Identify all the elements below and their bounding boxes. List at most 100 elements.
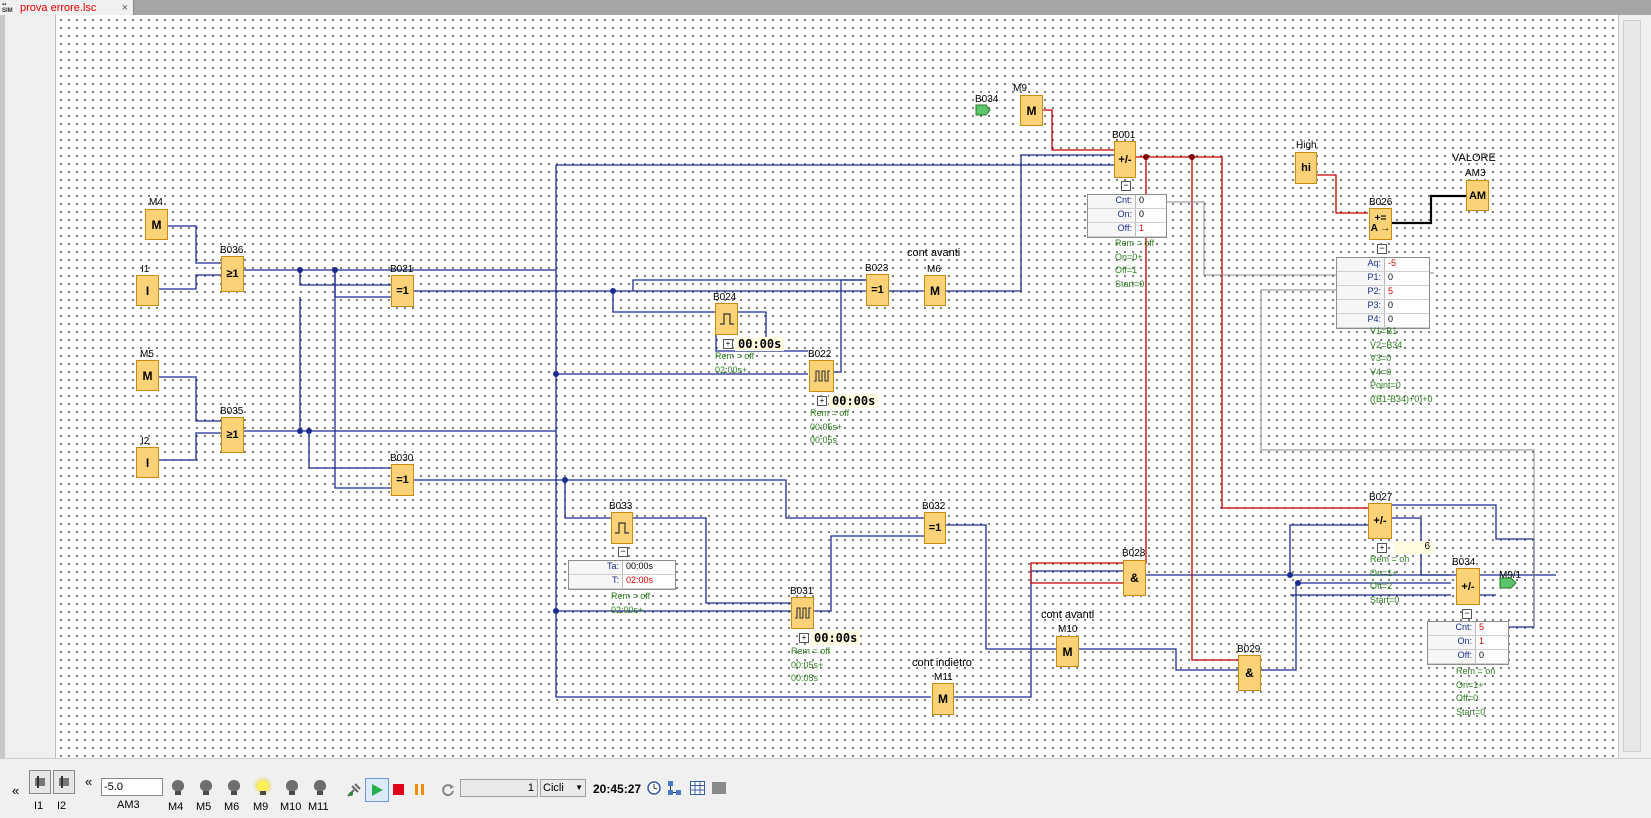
block-label-m11: M11 — [934, 672, 953, 683]
circuit-canvas[interactable]: M4 M I1 I M5 M I2 I B036 ≥1 B035 ≥1 B021… — [56, 15, 1618, 758]
document-tab-title: prova errore.lsc — [20, 1, 97, 14]
param-value: -5 — [1388, 258, 1397, 268]
collapse-analog-icon[interactable]: « — [85, 774, 93, 789]
pulse-gen-block-b022[interactable] — [809, 360, 834, 392]
analog-flag-block-am3[interactable]: AM — [1466, 180, 1489, 211]
param-key: Cnt: — [1428, 622, 1476, 635]
input-switch-i2[interactable] — [53, 770, 75, 794]
math-symbol-bottom: A → — [1370, 223, 1391, 234]
timer-block-b024[interactable] — [715, 303, 738, 335]
timer-block-b033[interactable] — [611, 512, 633, 544]
counter-block-b001[interactable]: +/- — [1114, 141, 1136, 178]
block-label-b021: B021 — [390, 264, 414, 275]
param-value: 0 — [1139, 195, 1145, 205]
block-label-m6: M6 — [927, 264, 941, 275]
lamp-icon — [314, 780, 326, 795]
xor-block-b032[interactable]: =1 — [924, 512, 946, 544]
network-icon[interactable] — [667, 780, 682, 796]
collapse-inputs-icon[interactable]: « — [12, 783, 20, 798]
pulse-timer-icon — [719, 313, 734, 325]
xor-block-b023[interactable]: =1 — [866, 274, 889, 306]
stop-icon[interactable] — [393, 784, 404, 795]
cycles-unit-select[interactable]: Cicli ▼ — [540, 779, 586, 797]
cycles-input[interactable]: 1 — [460, 779, 538, 797]
block-label-b036: B036 — [220, 245, 244, 256]
param-key: T: — [569, 575, 623, 588]
flag-block-m4[interactable]: M — [145, 209, 168, 240]
left-frame — [0, 15, 5, 758]
block-label-b001: B001 — [1112, 130, 1136, 141]
am3-title: VALORE — [1452, 152, 1496, 164]
collapse-icon[interactable]: − — [618, 547, 628, 557]
lamp-label-m4: M4 — [168, 801, 184, 813]
counter-value-b027: 6 — [1394, 541, 1433, 554]
params-b024: Rem = off 02:00s+ — [715, 351, 755, 375]
math-block-b026[interactable]: += A → — [1369, 208, 1392, 240]
or-block-b035[interactable]: ≥1 — [221, 417, 244, 453]
or-block-b036[interactable]: ≥1 — [221, 256, 244, 292]
block-label-b028: B028 — [1122, 548, 1146, 559]
block-label-b031: B031 — [790, 586, 814, 597]
param-table-b026: Aq:-5 P1:0 P2:5 P3:0 P4:0 — [1336, 257, 1430, 329]
play-button[interactable] — [365, 778, 389, 802]
table-icon[interactable] — [690, 781, 705, 795]
expand-icon[interactable]: + — [1377, 543, 1387, 553]
and-block-b028[interactable]: & — [1123, 560, 1146, 596]
param-key: On: — [1428, 636, 1476, 649]
collapse-icon[interactable]: − — [1462, 609, 1472, 619]
constant-block-high[interactable]: hi — [1295, 152, 1317, 184]
flag-block-m11[interactable]: M — [932, 683, 954, 715]
input-switch-i1[interactable] — [29, 770, 51, 794]
wire-junctions — [297, 267, 1301, 614]
document-tab-bar: ▪▪SIM prova errore.lsc × — [0, 0, 1651, 15]
collapse-icon[interactable]: − — [1377, 244, 1387, 254]
block-label-b026: B026 — [1369, 197, 1393, 208]
simulation-clock: 20:45:27 — [593, 782, 642, 796]
param-key: P2: — [1337, 286, 1385, 299]
input-block-i2[interactable]: I — [136, 447, 159, 478]
lamp-icon — [286, 780, 298, 795]
vertical-scrollbar[interactable] — [1623, 20, 1641, 752]
param-value: 5 — [1388, 286, 1394, 296]
param-value: 00:00s — [626, 561, 654, 571]
expand-icon[interactable]: + — [817, 396, 827, 406]
step-cycles-icon[interactable] — [441, 783, 455, 797]
collapse-icon[interactable]: − — [1121, 181, 1131, 191]
flag-block-m9[interactable]: M — [1020, 95, 1043, 126]
xor-block-b030[interactable]: =1 — [391, 464, 414, 496]
lamp-on-icon — [257, 780, 269, 795]
xor-block-b021[interactable]: =1 — [391, 275, 414, 307]
input-label-i1: I1 — [34, 800, 44, 812]
close-icon[interactable]: × — [121, 1, 128, 14]
display-icon[interactable] — [712, 782, 726, 794]
clock-icon[interactable] — [647, 781, 661, 795]
input-block-i1[interactable]: I — [136, 275, 159, 306]
counter-block-b027[interactable]: +/- — [1368, 503, 1392, 539]
expand-icon[interactable]: + — [723, 339, 733, 349]
chevron-down-icon: ▼ — [575, 783, 583, 792]
counter-block-b034[interactable]: +/- — [1456, 568, 1480, 605]
expand-icon[interactable]: + — [799, 633, 809, 643]
param-key: Off: — [1428, 650, 1476, 663]
flag-block-m5[interactable]: M — [136, 360, 159, 391]
param-key: Off: — [1088, 223, 1136, 236]
and-block-b029[interactable]: & — [1238, 655, 1261, 691]
pulse-gen-block-b031[interactable] — [791, 597, 814, 629]
power-flow-icon[interactable] — [346, 782, 362, 798]
analog-value-input[interactable] — [101, 778, 163, 796]
pause-icon[interactable] — [414, 784, 425, 795]
param-value: 0 — [1139, 209, 1145, 219]
input-label-i2: I2 — [57, 800, 67, 812]
flag-block-m10[interactable]: M — [1056, 636, 1079, 667]
param-value: 0 — [1479, 650, 1485, 660]
param-key: P3: — [1337, 300, 1385, 313]
connector-out-icon — [1499, 577, 1517, 589]
block-label-am3: AM3 — [1465, 168, 1486, 179]
document-tab[interactable]: ▪▪SIM prova errore.lsc × — [0, 0, 134, 15]
param-key: Cnt: — [1088, 195, 1136, 208]
flag-block-m6[interactable]: M — [924, 275, 946, 306]
lamp-label-m11: M11 — [308, 801, 329, 813]
param-key: Aq: — [1337, 258, 1385, 271]
block-label-b035: B035 — [220, 406, 244, 417]
lamp-label-m10: M10 — [280, 801, 302, 813]
